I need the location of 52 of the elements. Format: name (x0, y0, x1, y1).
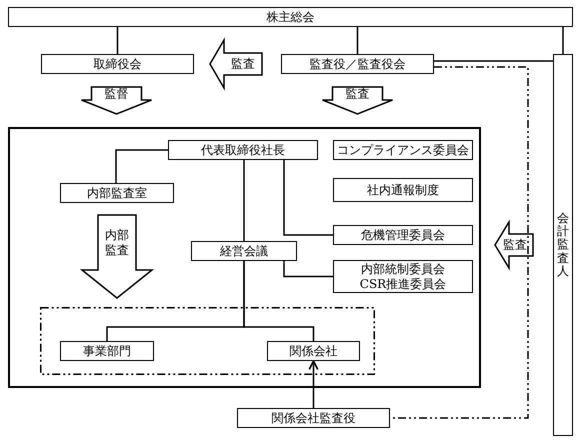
box-label: コンプライアンス委員会 (337, 142, 469, 158)
box-label: 社内通報制度 (367, 182, 439, 198)
box-label: 株主総会 (266, 10, 314, 24)
arrow (308, 360, 319, 408)
box-label: 内部監査室 (87, 186, 147, 200)
edge-label: 監査 (346, 86, 370, 101)
block-arrow (80, 214, 154, 299)
org-box (8, 7, 573, 27)
box-label: 会計監査人 (557, 212, 569, 278)
org-box (60, 183, 174, 203)
org-box (191, 241, 297, 261)
org-box (267, 341, 360, 361)
box-label: 代表取締役社長 (201, 142, 285, 158)
connector-line (562, 27, 564, 54)
org-box (333, 178, 473, 202)
org-box (281, 54, 434, 74)
box-label: 監査役／監査役会 (310, 56, 406, 72)
block-arrow (322, 86, 394, 115)
box-label: 経営会議 (220, 244, 268, 258)
connector-line (116, 27, 118, 54)
block-arrow (80, 86, 152, 115)
connector-line (283, 160, 333, 236)
edge-label: 監査 (503, 238, 527, 252)
edge-label: 監督 (104, 86, 128, 101)
connector-line (434, 60, 553, 62)
connector-line (356, 27, 358, 54)
org-box (333, 140, 473, 160)
org-box (60, 341, 154, 361)
org-box (553, 54, 573, 436)
box-label: 事業部門 (83, 344, 131, 358)
edge-label: 監査 (231, 56, 255, 72)
block-arrow (494, 219, 534, 271)
box-label: CSR推進委員会 (360, 276, 446, 292)
connector-line (115, 149, 168, 183)
box-label: 関係会社監査役 (272, 410, 356, 426)
edge-label: 内部監査 (104, 228, 130, 258)
box-label: 危機管理委員会 (361, 228, 445, 242)
connector-line (283, 261, 333, 278)
org-box (168, 140, 318, 160)
box-label: 取締役会 (94, 56, 142, 72)
connector-line (390, 66, 529, 419)
org-box (41, 54, 194, 74)
box-label: 関係会社 (290, 344, 338, 358)
block-arrow (209, 37, 263, 91)
connector-line (243, 261, 314, 341)
org-box (333, 260, 473, 293)
group-frame (40, 307, 375, 375)
connector-line (243, 160, 245, 241)
company-frame (8, 127, 481, 388)
org-box (237, 408, 390, 428)
org-box (333, 225, 473, 245)
box-label: 内部統制委員会 (361, 262, 445, 276)
